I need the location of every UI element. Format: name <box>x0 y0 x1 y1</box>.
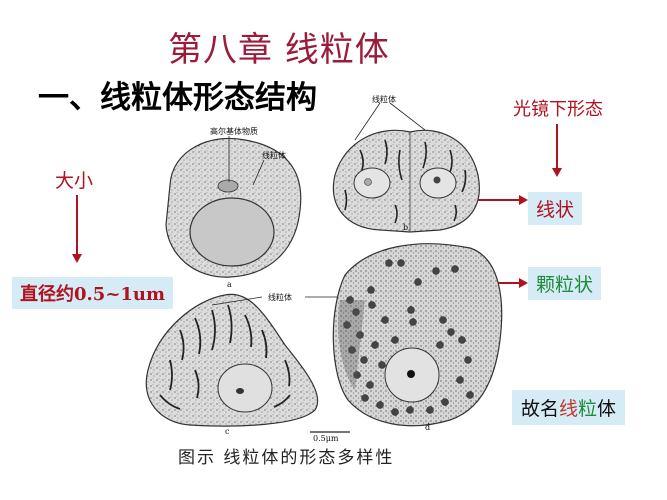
figure-caption: 图示 线粒体的形态多样性 <box>178 448 395 468</box>
granule-arrow-head-icon <box>519 278 528 288</box>
panel-label-d: d <box>425 423 431 432</box>
filament-arrow-head-icon <box>519 195 528 205</box>
label-golgi: 高尔基体物质 <box>210 127 258 136</box>
label-mito-c: 线粒体 <box>268 293 292 302</box>
size-value-box: 直径约0.5~1um <box>12 277 174 309</box>
shape-filament-box: 线状 <box>528 192 583 225</box>
name-origin-ti: 体 <box>597 398 617 420</box>
label-mito-a: 线粒体 <box>262 151 286 160</box>
filament-arrow-line <box>445 199 521 201</box>
slide-title: 第八章 线粒体 <box>168 30 390 70</box>
size-arrow-head-icon <box>72 254 82 263</box>
size-arrow-line <box>76 195 78 255</box>
morphology-arrow-head-icon <box>552 168 562 177</box>
scale-bar-label: 0.5μm <box>313 434 339 443</box>
shape-granule-box: 颗粒状 <box>528 267 602 300</box>
morphology-arrow-line <box>556 124 558 168</box>
panel-label-b: b <box>403 223 409 232</box>
morphology-label: 光镜下形态 <box>513 99 603 120</box>
panel-label-a: a <box>227 280 232 289</box>
label-mito-b: 线粒体 <box>372 95 396 104</box>
panel-label-c: c <box>225 427 230 436</box>
size-label: 大小 <box>55 170 94 192</box>
name-origin-prefix: 故名 <box>521 398 560 420</box>
name-origin-li: 粒 <box>578 398 598 420</box>
name-origin-xian: 线 <box>559 398 579 420</box>
section-heading: 一、线粒体形态结构 <box>38 80 317 116</box>
name-origin-box: 故名线粒体 <box>512 390 626 425</box>
